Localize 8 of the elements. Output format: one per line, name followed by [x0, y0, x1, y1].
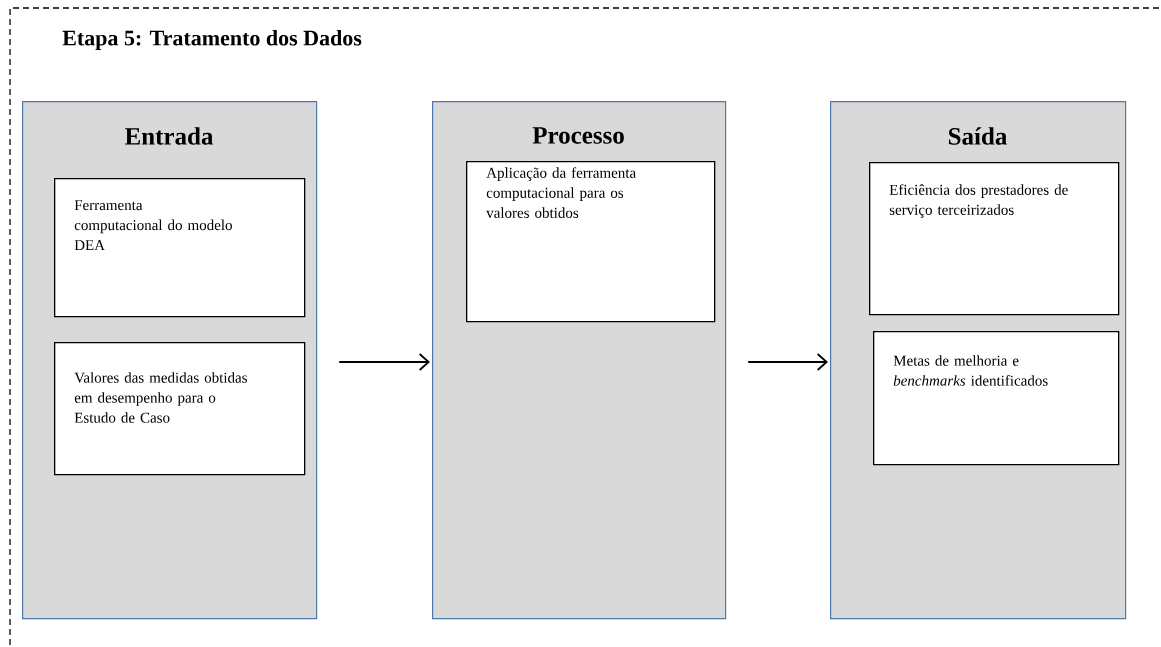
title: Etapa 5: Tratamento dos Dados: [62, 30, 362, 50]
text-box: Ferramenta computacional do modelo DEA: [54, 178, 306, 318]
arrow: [338, 353, 430, 371]
text-box: Metas de melhoria e benchmarks identificados: [873, 331, 1120, 466]
text-box: Valores das medidas obtidas em desempenho para o Estudo de Caso: [54, 342, 306, 476]
text-box: Eficiência dos prestadores de serviço terceirizados: [869, 162, 1120, 316]
text-box: Aplicação da ferramenta computacional para os valores obtidos: [466, 161, 716, 323]
arrow: [747, 353, 828, 371]
